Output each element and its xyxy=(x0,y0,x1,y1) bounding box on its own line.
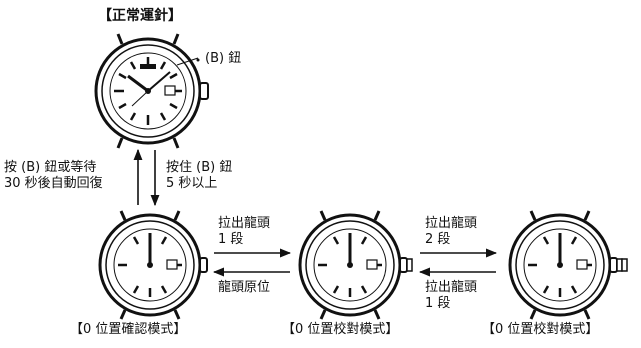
label-pull2-a: 拉出龍頭 xyxy=(425,216,478,231)
label-pull2-b: 2 段 xyxy=(425,232,451,247)
watch-adjust-mode-1 xyxy=(298,210,413,320)
watch-confirm-mode xyxy=(98,210,208,320)
watch-normal xyxy=(94,33,209,149)
watch-adjust-mode-2 xyxy=(508,210,628,320)
label-hold-2: 5 秒以上 xyxy=(166,176,218,191)
label-crown-home: 龍頭原位 xyxy=(218,280,271,295)
title-adjust-mode-2: 【0 位置校對模式】 xyxy=(482,322,599,337)
title-confirm-mode: 【0 位置確認模式】 xyxy=(70,322,187,337)
label-return-1: 按 (B) 鈕或等待 xyxy=(4,160,97,175)
title-adjust-mode-1: 【0 位置校對模式】 xyxy=(282,322,399,337)
label-back1-a: 拉出龍頭 xyxy=(425,280,478,295)
label-return-2: 30 秒後自動回復 xyxy=(4,176,103,191)
label-b-button: (B) 鈕 xyxy=(205,51,242,66)
label-hold-1: 按住 (B) 鈕 xyxy=(166,160,233,175)
label-pull1-b: 1 段 xyxy=(218,232,244,247)
label-pull1-a: 拉出龍頭 xyxy=(218,216,271,231)
label-back1-b: 1 段 xyxy=(425,296,451,311)
title-normal: 【正常運針】 xyxy=(98,8,182,24)
